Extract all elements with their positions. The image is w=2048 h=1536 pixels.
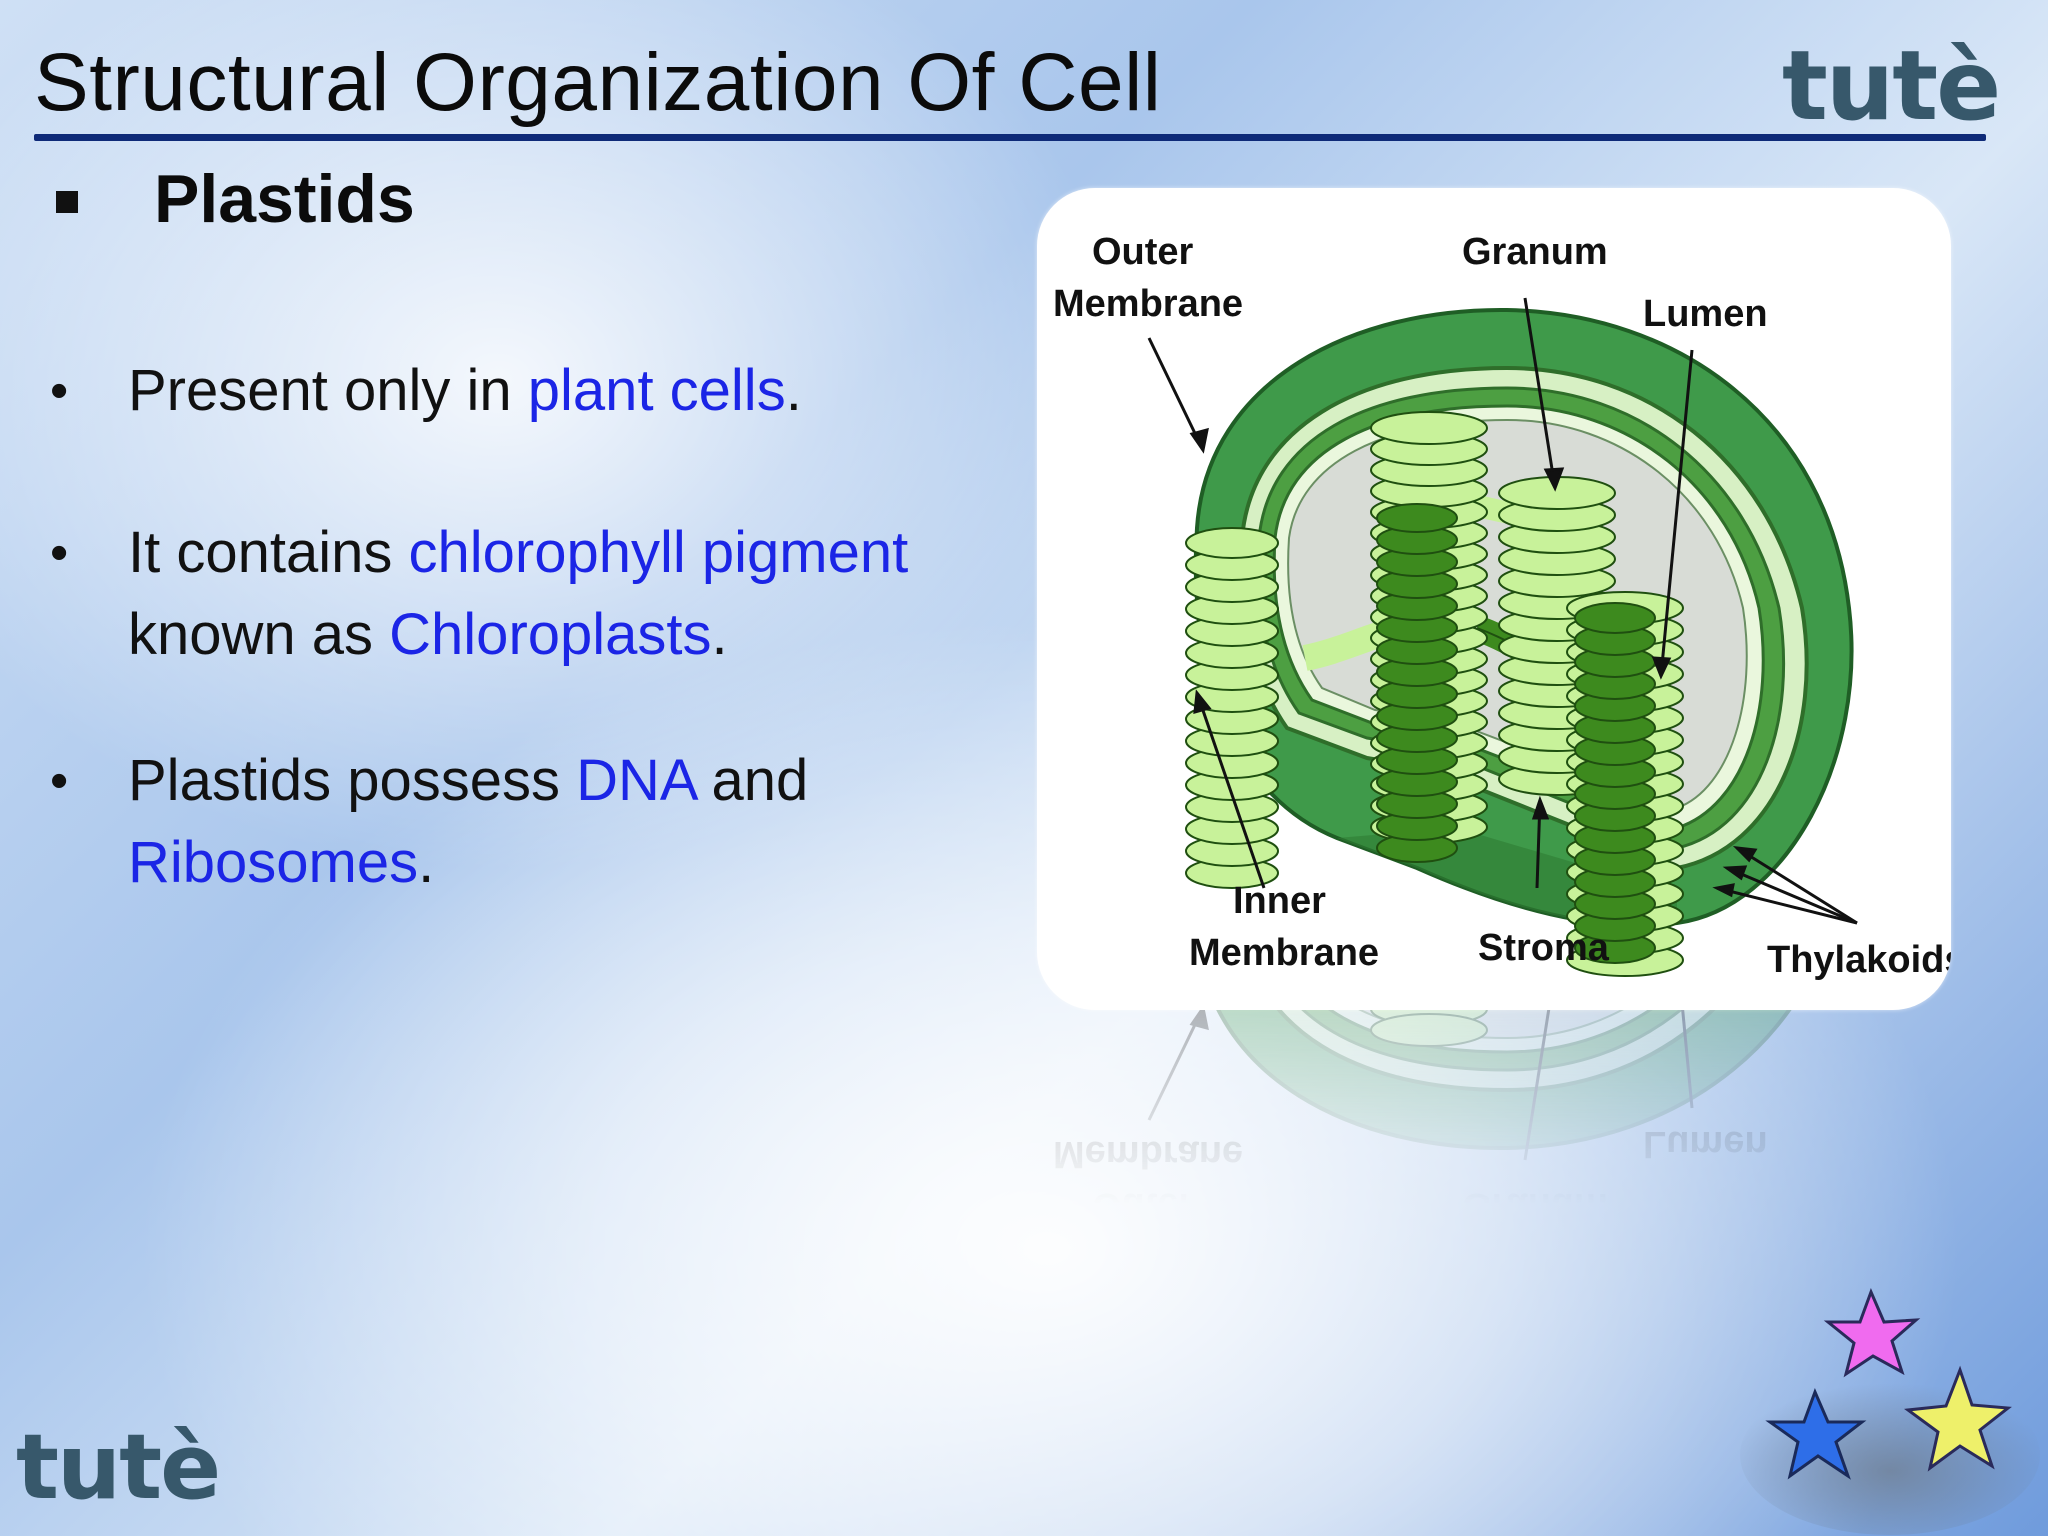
granum-stacks: [1370, 1010, 1488, 1047]
bullet-highlight: Chloroplasts: [389, 602, 712, 667]
bullet-text: .: [785, 358, 802, 423]
label-lumen: Lumen: [1643, 293, 1768, 335]
thylakoid-disc: [1574, 602, 1656, 634]
bullet-item: It contains chlorophyll pigment known as…: [50, 512, 1010, 676]
section-heading: Plastids: [56, 160, 415, 238]
bullet-item: Plastids possess DNA and Ribosomes.: [50, 740, 1010, 904]
chloroplast-diagram: Outer Membrane Granum Lumen Inner Membra…: [1037, 188, 1951, 1010]
stars-shadow: [1740, 1375, 2040, 1535]
leader-lines: [1147, 297, 1858, 925]
bullet-item: Present only in plant cells.: [50, 350, 1010, 432]
label-stroma: Stroma: [1478, 927, 1610, 969]
decorative-stars: [1740, 1287, 2040, 1535]
label-outer-membrane-line1: Outer: [1092, 231, 1194, 273]
label-inner-membrane-line1: Inner: [1233, 880, 1326, 922]
section-heading-text: Plastids: [154, 161, 415, 237]
leader-lines: [1147, 1010, 1694, 1161]
label-outer-membrane-line1: Outer: [1092, 1185, 1194, 1227]
outer-membrane-shape: [1193, 1010, 1854, 1151]
slide-title: Structural Organization Of Cell: [34, 37, 1162, 128]
chloroplast-reflection: Outer Membrane Granum Lumen Inner Membra…: [1053, 1010, 1854, 1227]
reflection-inner: Outer Membrane Granum Lumen Inner Membra…: [1037, 1010, 1951, 1270]
bullet-text: Plastids possess: [128, 748, 577, 813]
label-granum: Granum: [1462, 1185, 1608, 1227]
label-outer-membrane-line2: Membrane: [1053, 1133, 1243, 1175]
membrane-layer: [1272, 1010, 1765, 1054]
thylakoid-disc: [1370, 411, 1488, 445]
bullet-list: Present only in plant cells. It contains…: [50, 350, 1010, 984]
chloroplast-illustration: Outer Membrane Granum Lumen Inner Membra…: [1053, 231, 1951, 981]
membrane-layer: [1256, 1010, 1786, 1072]
pink-star-icon: [1823, 1287, 1921, 1378]
inner-membrane-shape: [1239, 1010, 1809, 1093]
tute-logo-top: tutè: [1782, 30, 2001, 142]
bullet-text: Present only in: [128, 358, 528, 423]
yellow-star-icon: [1903, 1365, 2012, 1472]
stroma-region: [1287, 1010, 1748, 1040]
diagram-labels: Outer Membrane Granum Lumen Inner Membra…: [1053, 1123, 1768, 1227]
label-lumen: Lumen: [1643, 1123, 1768, 1165]
blue-star-icon: [1765, 1387, 1867, 1480]
label-outer-membrane-line2: Membrane: [1053, 283, 1243, 325]
bullet-highlight: chlorophyll pigment: [408, 520, 909, 585]
bullet-text: It contains: [128, 520, 409, 585]
thylakoid-disc: [1370, 1010, 1488, 1026]
bullet-text: known as: [128, 602, 390, 667]
bullet-text: .: [711, 602, 728, 667]
title-divider: [34, 134, 1986, 141]
diagram-labels: Outer Membrane Granum Lumen Inner Membra…: [1053, 231, 1951, 981]
label-granum: Granum: [1462, 231, 1608, 273]
bullet-text: .: [418, 830, 435, 895]
bullet-highlight: plant cells: [527, 358, 786, 423]
thylakoid-disc: [1185, 527, 1279, 559]
bullet-highlight: Ribosomes: [128, 830, 419, 895]
tute-logo-bottom: tutè: [16, 1415, 221, 1520]
square-bullet-icon: [56, 191, 78, 213]
bullet-text: and: [695, 748, 809, 813]
bullet-highlight: DNA: [576, 748, 696, 813]
thylakoid-disc: [1370, 1013, 1488, 1047]
thylakoid-disc: [1376, 503, 1458, 533]
diagram-reflection: Outer Membrane Granum Lumen Inner Membra…: [1037, 1010, 1951, 1270]
label-inner-membrane-line2: Membrane: [1189, 932, 1379, 974]
label-thylakoids: Thylakoids: [1767, 939, 1951, 981]
